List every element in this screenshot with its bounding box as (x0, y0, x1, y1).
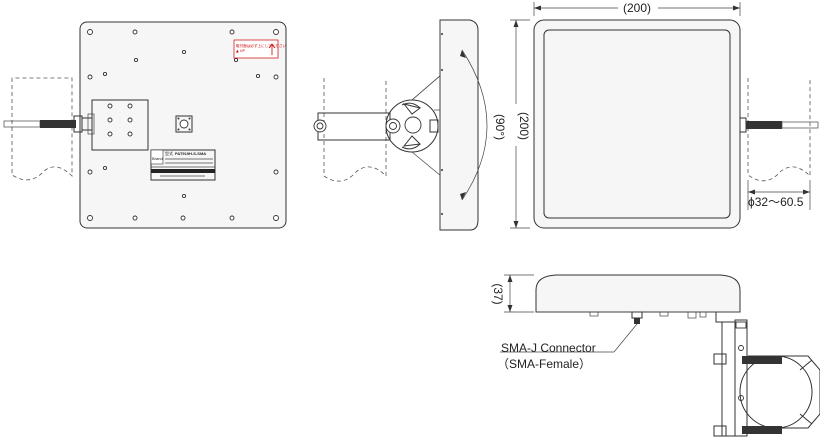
width-dimension: (200) (623, 1, 651, 15)
side-tilt-view: (90°) (313, 19, 507, 231)
pole-diameter-dimension: ϕ32～60.5 (748, 195, 804, 209)
warning-label-text: 取付面は必ず上にしてください (236, 43, 287, 48)
rear-view: 取付面は必ず上にしてください ▲ UP (3, 21, 287, 229)
front-view: (200) (200) ϕ32～60.5 (508, 1, 819, 229)
bracket-side (713, 312, 748, 437)
nameplate-model: PAT919H-S-SMA (175, 151, 206, 156)
nameplate-model-prefix: 型式 (165, 150, 173, 156)
antenna-panel-front (533, 19, 741, 229)
antenna-side-profile (439, 19, 479, 231)
connector-rear (175, 115, 193, 133)
u-bolt-left (3, 113, 95, 135)
mounting-pole-left (11, 77, 73, 181)
bottom-side-view: (37) SMA-J Connector （SMA-Female） (491, 274, 820, 437)
angle-arc (461, 49, 488, 201)
connector-label-sub: （SMA-Female） (497, 357, 591, 371)
bracket-plate (91, 99, 149, 151)
mounting-pole-right (747, 78, 811, 182)
height-dimension: (200) (517, 112, 531, 140)
warning-label: 取付面は必ず上にしてください ▲ UP (233, 39, 287, 59)
radome-face (543, 29, 731, 219)
pole-ring (739, 355, 813, 429)
mounting-pole-middle (323, 78, 387, 182)
connector-label: SMA-J Connector (501, 341, 596, 355)
angle-dimension: (90°) (493, 114, 507, 140)
antenna-body-side (535, 274, 741, 313)
svg-text:▲ UP: ▲ UP (236, 49, 246, 53)
nameplate-brand: Brand (152, 156, 163, 161)
u-bolt-right (739, 117, 819, 133)
bottom-fixtures (589, 311, 707, 324)
panel-screws (87, 29, 279, 221)
depth-dimension: (37) (491, 283, 505, 304)
nameplate: Brand 型式 PAT919H-S-SMA (150, 149, 216, 181)
